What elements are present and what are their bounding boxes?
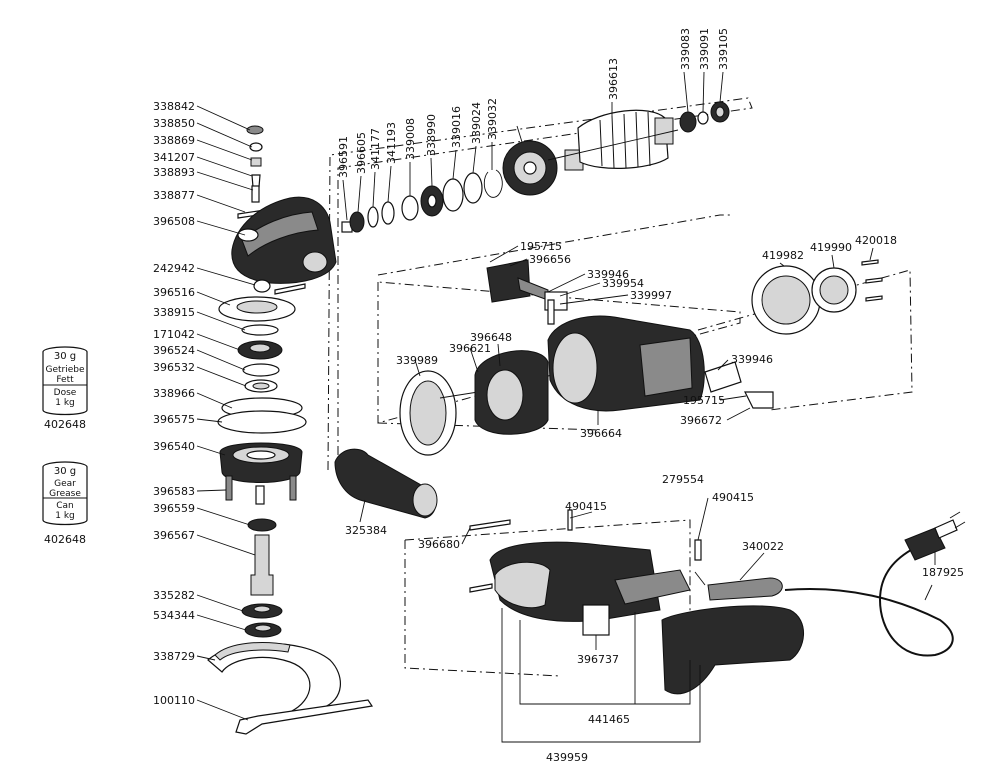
label-338915: 338915 [153,306,195,319]
label-396656: 396656 [529,253,571,266]
label-338850: 338850 [153,117,195,130]
label-339105: 339105 [717,28,730,70]
label-341207: 341207 [153,151,195,164]
label-339997: 339997 [630,289,672,302]
label-195715-top: 195715 [520,240,562,253]
label-396575: 396575 [153,413,195,426]
can2-line4: 1 kg [55,511,75,521]
label-396532: 396532 [153,361,195,374]
can2-line3: Can [56,501,74,511]
label-171042: 171042 [153,328,195,341]
can1-line2: Fett [56,375,74,385]
label-402648-getriebe: 402648 [44,418,86,431]
label-396680: 396680 [418,538,460,551]
label-396524: 396524 [153,344,195,357]
motor-housing-parts [334,259,883,519]
label-396591: 396591 [337,136,350,178]
armature-row-parts [341,101,730,233]
label-396605: 396605 [355,132,368,174]
grease-can-getriebe: 30 g Getriebe Fett Dose 1 kg [42,346,88,416]
label-396672: 396672 [680,414,722,427]
can1-line3: Dose [54,388,77,398]
label-279554: 279554 [662,473,704,486]
can2-line1: Gear [54,479,76,489]
label-242942: 242942 [153,262,195,275]
part-labels: 338842 338850 338869 341207 338893 33887… [44,28,964,764]
gear-head-parts [207,125,374,735]
assembly-boundaries [327,97,913,677]
label-338893: 338893 [153,166,195,179]
label-396508: 396508 [153,215,195,228]
label-339008: 339008 [404,118,417,160]
label-339946-right: 339946 [731,353,773,366]
label-339016: 339016 [450,106,463,148]
label-420018: 420018 [855,234,897,247]
label-396540: 396540 [153,440,195,453]
label-339989: 339989 [396,354,438,367]
label-419982: 419982 [762,249,804,262]
label-339024: 339024 [470,102,483,144]
label-419990: 419990 [810,241,852,254]
label-341193: 341193 [385,122,398,164]
label-396621: 396621 [449,342,491,355]
can2-weight: 30 g [54,466,76,477]
label-396583: 396583 [153,485,195,498]
can1-line4: 1 kg [55,398,75,408]
label-534344: 534344 [153,609,195,622]
label-338729: 338729 [153,650,195,663]
label-396567: 396567 [153,529,195,542]
can2-line2: Grease [49,489,81,499]
handle-parts [469,509,966,695]
label-402648-gear: 402648 [44,533,86,546]
leader-lines [196,71,936,743]
label-396737: 396737 [577,653,619,666]
label-195715-right: 195715 [683,394,725,407]
label-341177: 341177 [369,128,382,170]
label-338966: 338966 [153,387,195,400]
label-338990: 338990 [425,114,438,156]
label-339091: 339091 [698,28,711,70]
label-338877: 338877 [153,189,195,202]
label-338869: 338869 [153,134,195,147]
label-441465: 441465 [588,713,630,726]
label-439959: 439959 [546,751,588,764]
can1-line1: Getriebe [45,365,84,375]
label-340022: 340022 [742,540,784,553]
label-490415-right: 490415 [712,491,754,504]
label-339954: 339954 [602,277,644,290]
label-335282: 335282 [153,589,195,602]
label-396613: 396613 [607,58,620,100]
label-396516: 396516 [153,286,195,299]
label-338842: 338842 [153,100,195,113]
grease-can-gear: 30 g Gear Grease Can 1 kg [42,461,88,526]
label-325384: 325384 [345,524,387,537]
label-339032: 339032 [486,98,499,140]
label-339083: 339083 [679,28,692,70]
label-396664: 396664 [580,427,622,440]
label-490415-left: 490415 [565,500,607,513]
label-100110: 100110 [153,694,195,707]
label-396648: 396648 [470,331,512,344]
can1-weight: 30 g [54,351,76,362]
label-187925: 187925 [922,566,964,579]
label-339946-top: 339946 [587,268,629,281]
label-396559: 396559 [153,502,195,515]
